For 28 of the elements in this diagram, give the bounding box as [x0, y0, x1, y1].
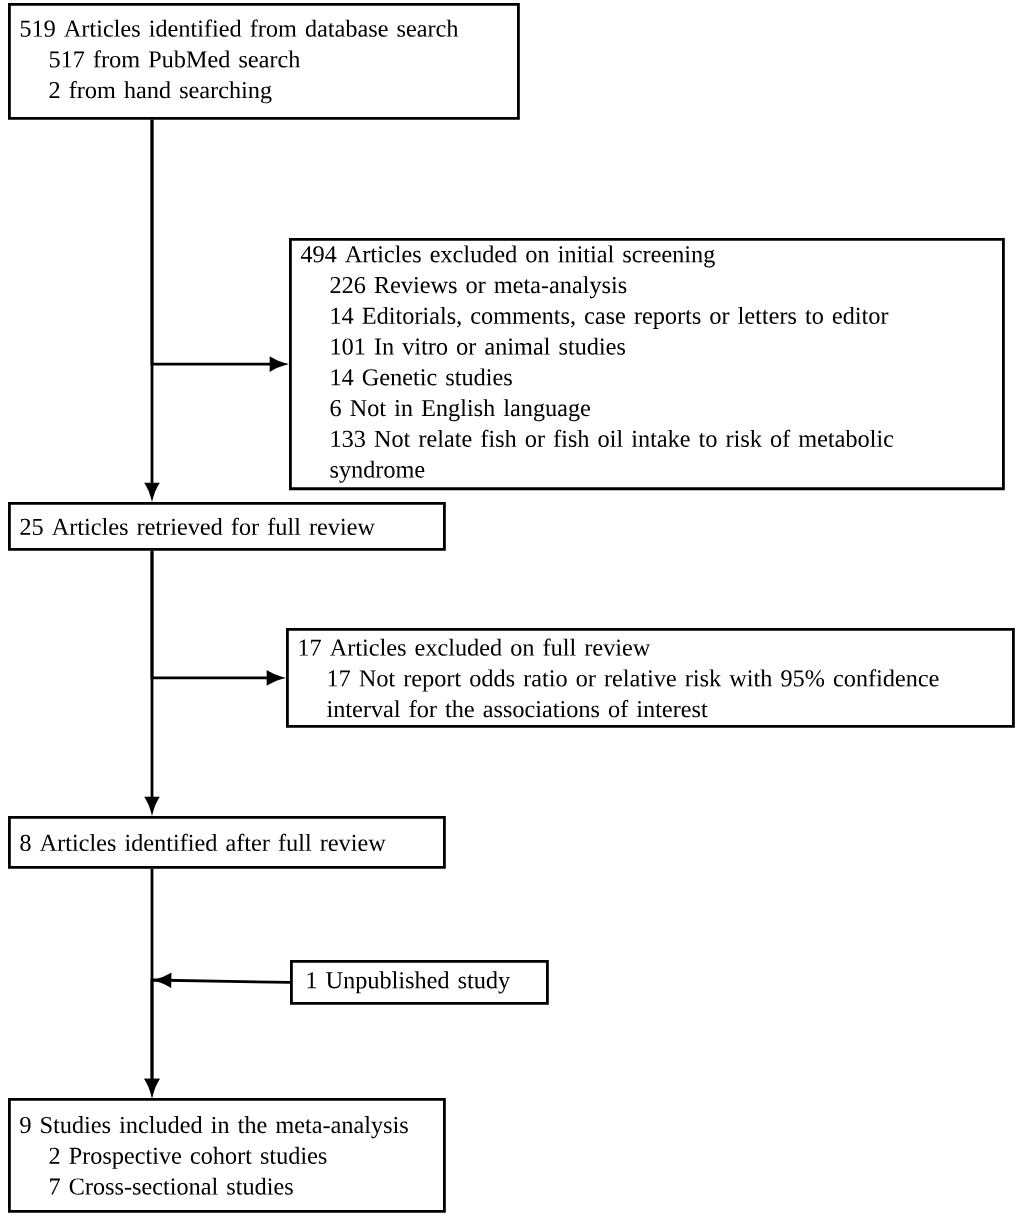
- process-box: [8, 816, 446, 869]
- heading: 25 Articles retrieved for full review: [20, 517, 375, 536]
- list-item: 133 Not relate fish or fish oil intake to risk of metabolic syndrome: [330, 429, 894, 483]
- process-box: [289, 238, 1005, 491]
- list-item: 2 from hand searching: [49, 81, 272, 104]
- list-item: 14 Editorials, comments, case reports or letters to editor: [331, 306, 889, 329]
- list-item: 2 Prospective cohort studies: [49, 1146, 327, 1169]
- heading: 8 Articles identified after full review: [20, 833, 386, 852]
- heading: 9 Studies included in the meta-analysis: [20, 1116, 408, 1139]
- process-box: [286, 628, 1015, 728]
- process-box: [290, 960, 549, 1005]
- list-item: 14 Genetic studies: [331, 368, 512, 386]
- heading: 1 Unpublished study: [307, 971, 511, 994]
- arrow: [150, 550, 283, 685]
- list-item: 6 Not in English language: [330, 399, 590, 422]
- process-box: [8, 502, 446, 551]
- arrow: [150, 119, 286, 371]
- list-item: 7 Cross-sectional studies: [50, 1177, 293, 1195]
- heading: 519 Articles identified from database search: [20, 19, 459, 37]
- process-box: [8, 1098, 446, 1213]
- list-item: 17 Not report odds ratio or relative risk with 95% confidence interval for the associations of interest: [327, 669, 939, 718]
- list-item: 101 In vitro or animal studies: [331, 337, 625, 355]
- heading: 494 Articles excluded on initial screening: [300, 245, 715, 268]
- heading: 17 Articles excluded on full review: [299, 638, 651, 656]
- arrow: [145, 973, 291, 1095]
- list-item: 226 Reviews or meta-analysis: [330, 276, 627, 299]
- list-item: 517 from PubMed search: [49, 50, 301, 68]
- process-box: [8, 3, 520, 120]
